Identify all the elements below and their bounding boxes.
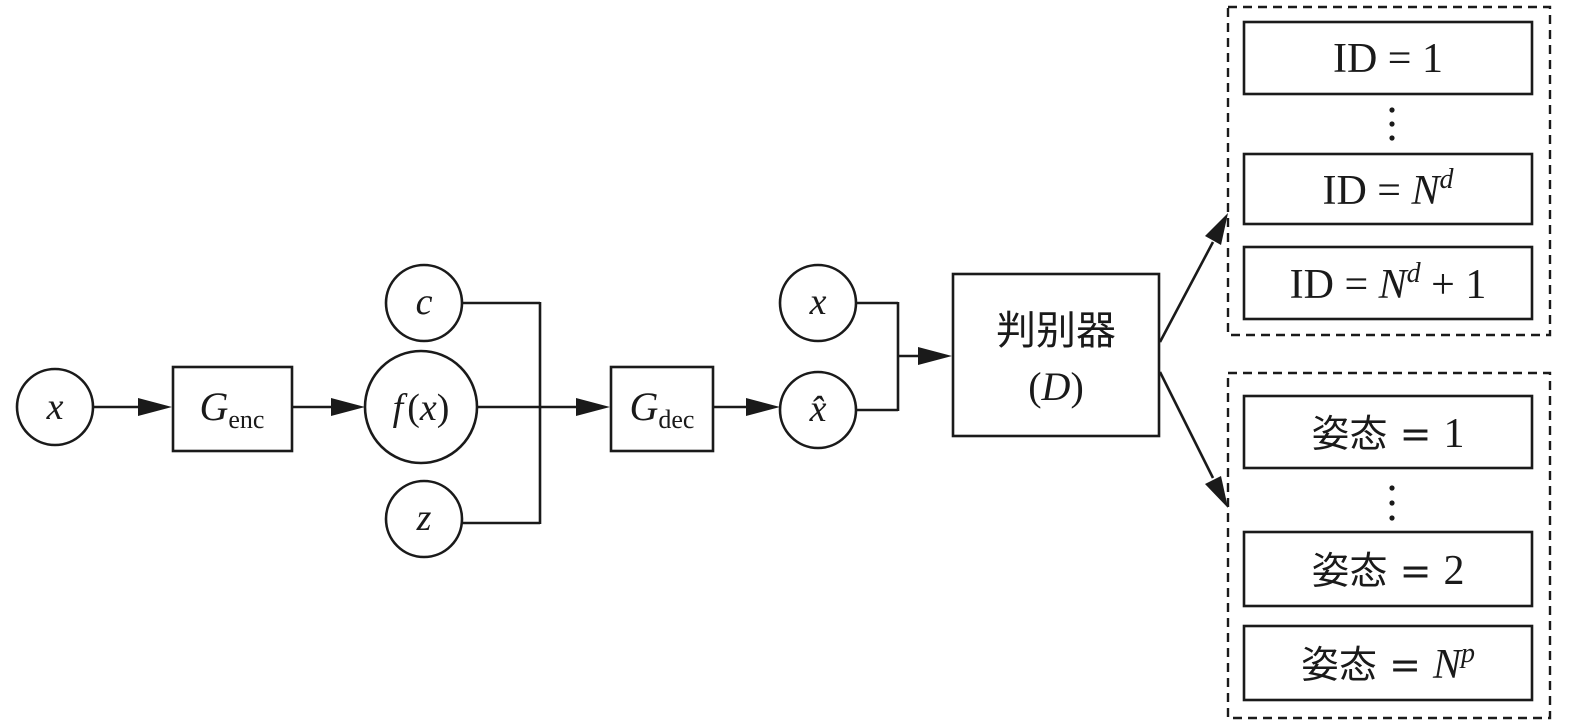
id-3-value: N [1378,262,1409,308]
id-3-prefix: ID = [1290,262,1379,308]
pose-box-2 [1242,530,1534,608]
id-label-3: ID = Nd + 1 [1290,258,1487,308]
discriminator-open-paren: ( [1028,364,1041,409]
feature-x: x [419,387,437,429]
pose-box-3 [1242,624,1534,702]
pose-2-value: 2 [1444,548,1465,594]
pose-label-1: 姿态 = 1 [1312,411,1465,457]
pose-3-value: N [1432,642,1463,688]
id-box-1 [1242,20,1534,96]
id-label-2: ID = Nd [1322,164,1454,214]
discriminator-close-paren: ) [1070,364,1083,409]
arrow-to-id-group [1158,241,1215,343]
arrowhead-encoder [138,398,172,416]
id-1-prefix: ID = [1333,36,1422,82]
noise-z-node [384,479,464,559]
pose-label-3: 姿态 = Np [1301,638,1475,688]
input-x-label: x [46,386,64,428]
arrowhead-decoder [576,398,610,416]
generated-x-label: x̂ [809,388,827,430]
decoder-label: Gdec [630,384,695,434]
pose-1-prefix: 姿态 = [1312,412,1444,456]
id-box-3 [1242,245,1534,321]
encoder-sub: enc [228,405,264,434]
real-x-label: x [809,281,827,323]
id-label-1: ID = 1 [1333,36,1443,82]
pose-box-1 [1242,394,1534,470]
feature-open-paren: ( [407,387,420,429]
arrowhead-discriminator [918,347,952,365]
arrowhead-pose-group [1205,476,1228,508]
encoder-label: Genc [200,384,265,434]
encoder-main: G [200,384,229,429]
arrowhead-id-group [1205,213,1228,245]
id-3-suffix: + 1 [1421,262,1487,308]
id-3-sup: d [1407,258,1422,289]
feature-node [363,349,479,465]
arrow-to-pose-group [1158,371,1215,479]
id-group-frame [1226,5,1552,337]
pose-2-prefix: 姿态 = [1312,549,1444,593]
input-x-node [15,367,95,447]
real-x-node [778,263,858,343]
id-2-value: N [1411,168,1442,214]
pose-1-value: 1 [1444,411,1465,457]
pose-3-sup: p [1459,638,1475,669]
pose-ellipsis [1389,485,1395,521]
arrowhead-feature [331,398,365,416]
pose-group-frame [1226,371,1552,720]
pose-3-prefix: 姿态 = [1301,643,1433,687]
code-c-label: c [416,281,433,323]
discriminator-symbol: (D) [1028,364,1084,409]
discriminator-title: 判别器 [996,308,1116,354]
discriminator-box [951,272,1161,438]
code-c-node [384,263,464,343]
id-box-2 [1242,152,1534,226]
discriminator-d: D [1041,364,1071,409]
decoder-main: G [630,384,659,429]
id-ellipsis [1389,107,1395,141]
noise-z-label: z [416,497,432,539]
encoder-box [171,365,294,453]
id-1-value: 1 [1422,36,1443,82]
feature-close-paren: ) [437,387,450,429]
pose-label-2: 姿态 = 2 [1312,548,1465,594]
id-2-sup: d [1440,164,1455,195]
generated-x-node [778,370,858,450]
decoder-box [609,365,715,453]
decoder-sub: dec [658,405,694,434]
feature-label: f(x) [393,387,450,429]
arrowhead-xhat [746,398,780,416]
connectors [93,213,1228,525]
id-2-prefix: ID = [1322,168,1411,214]
